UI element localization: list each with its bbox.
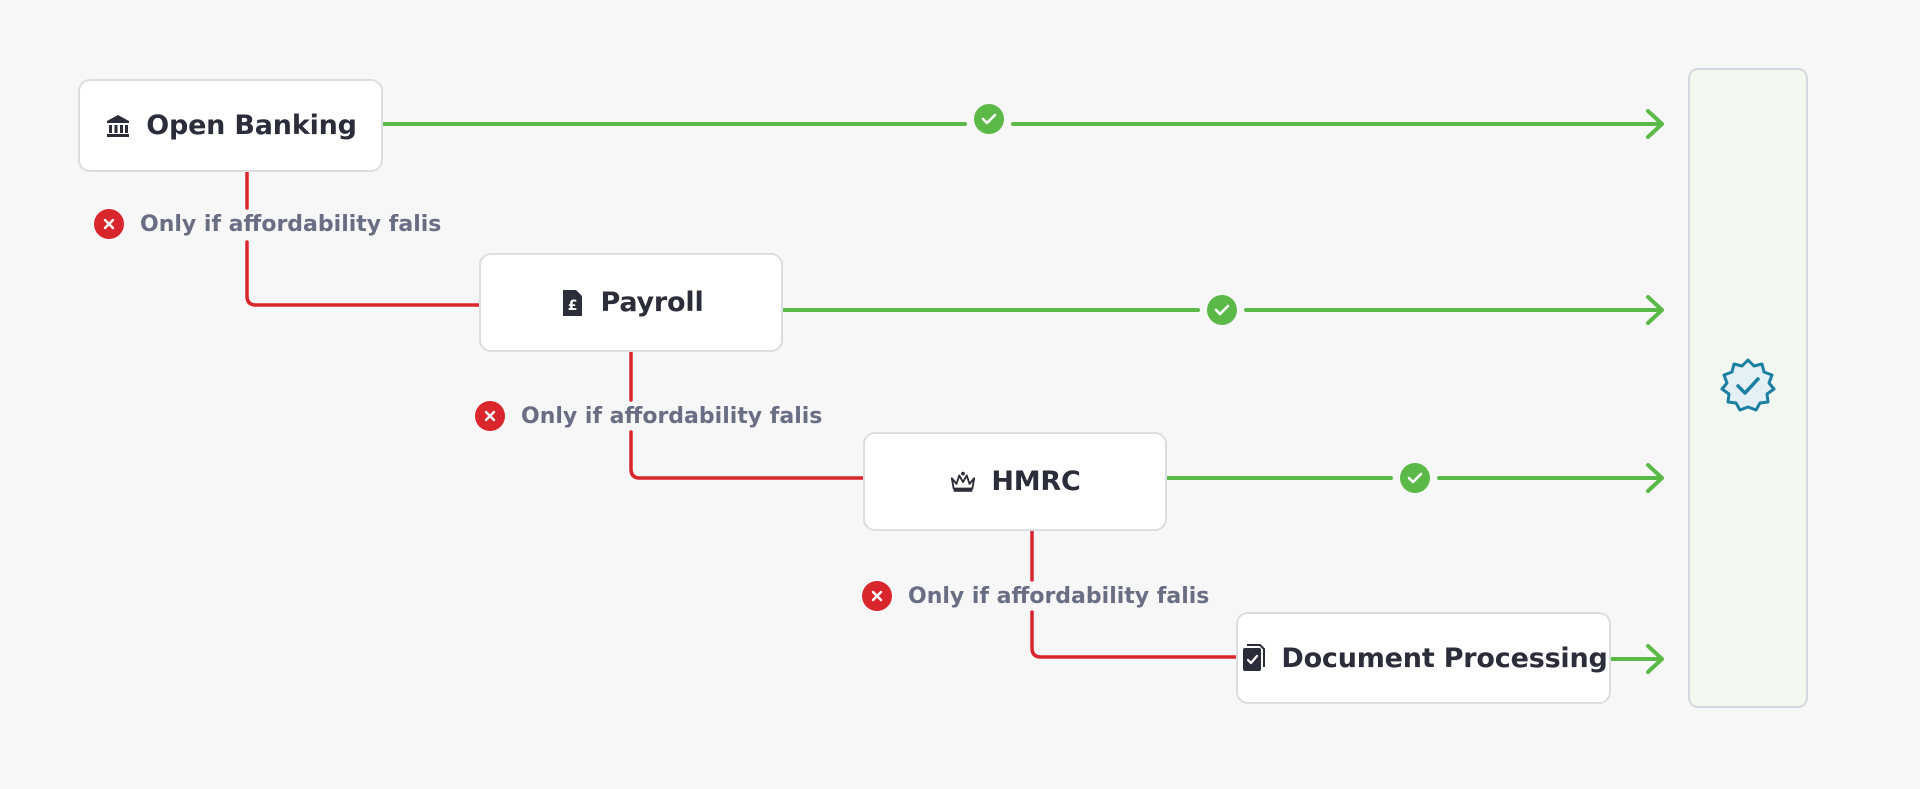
node-label: Document Processing — [1281, 642, 1608, 674]
node-payroll: £ Payroll — [479, 253, 783, 352]
fallback-note-text: Only if affordability falis — [908, 583, 1210, 609]
fallback-line-2 — [629, 350, 865, 480]
node-open-banking: Open Banking — [78, 79, 383, 172]
arrowhead-open-banking — [1646, 109, 1664, 139]
check-circle-icon — [1207, 295, 1237, 325]
fallback-note: Only if affordability falis — [862, 581, 1209, 611]
fallback-note-text: Only if affordability falis — [521, 403, 823, 429]
fallback-note: Only if affordability falis — [475, 401, 822, 431]
cross-circle-icon — [475, 401, 505, 431]
node-hmrc: HMRC — [863, 432, 1167, 531]
document-check-icon — [1239, 644, 1267, 672]
node-label: Payroll — [600, 287, 704, 318]
verified-badge-icon — [1719, 357, 1777, 419]
cross-circle-icon — [862, 581, 892, 611]
svg-text:£: £ — [568, 298, 578, 314]
check-circle-icon — [1400, 463, 1430, 493]
arrowhead-document — [1646, 644, 1664, 674]
arrowhead-hmrc — [1646, 463, 1664, 493]
fallback-note-text: Only if affordability falis — [140, 211, 442, 237]
cross-circle-icon — [94, 209, 124, 239]
bank-icon — [104, 112, 132, 140]
fallback-line-3 — [1030, 529, 1238, 659]
success-paths — [381, 109, 1664, 674]
node-label: HMRC — [991, 466, 1081, 497]
payslip-pound-icon: £ — [558, 289, 586, 317]
fallback-note: Only if affordability falis — [94, 209, 441, 239]
check-circle-icon — [974, 104, 1004, 134]
node-label: Open Banking — [146, 110, 357, 141]
fallback-paths — [245, 170, 1238, 659]
check-markers — [974, 104, 1430, 493]
crown-icon — [949, 468, 977, 496]
node-document-processing: Document Processing — [1236, 612, 1611, 704]
verification-result-panel — [1688, 68, 1808, 708]
fallback-line-1 — [245, 170, 481, 307]
arrowhead-payroll — [1646, 295, 1664, 325]
